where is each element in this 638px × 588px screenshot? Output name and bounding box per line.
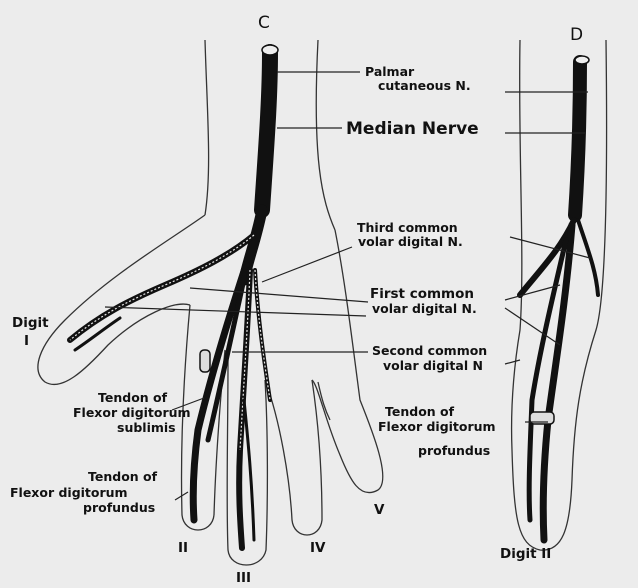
second-common-label-2: volar digital N [383,358,483,373]
panel-d-label: D [570,25,583,45]
tendon-profundus-right-label-3: profundus [418,443,490,458]
digit-ii-right-label: Digit II [500,546,551,562]
median-nerve-label: Median Nerve [346,119,479,139]
tendon-profundus-right-label-1: Tendon of [385,404,455,419]
tendon-sublimis-label-3: sublimis [117,420,176,435]
tendon-sublimis-label-1: Tendon of [98,390,168,405]
digit-v-label: V [374,502,385,518]
digit-iv-label: IV [310,540,326,556]
tendon-profundus-left-label-1: Tendon of [88,469,158,484]
tendon-profundus-right-label-2: Flexor digitorum [378,419,496,434]
third-common-label-2: volar digital N. [358,234,463,249]
right-median-nerve [520,56,598,540]
second-common-label-1: Second common [372,343,487,358]
third-common-label-1: Third common [357,220,458,235]
digit-ii-label: II [178,540,188,556]
figure-text: C D Palmar cutaneous N. Median Nerve Thi… [10,13,583,586]
tendon-profundus-left-label-3: profundus [83,500,155,515]
first-common-label-1: First common [370,286,474,302]
digit-i-label-2: I [24,333,29,349]
digit-iii-label: III [236,570,251,586]
panel-c-label: C [258,13,270,33]
palmar-cutaneous-label-2: cutaneous N. [378,78,471,93]
digit-i-label-1: Digit [12,315,49,331]
right-digit-outline [512,40,607,550]
palmar-cutaneous-label-1: Palmar [365,64,415,79]
tendon-profundus-left-label-2: Flexor digitorum [10,485,128,500]
first-common-label-2: volar digital N. [372,301,477,316]
tendon-sublimis-label-2: Flexor digitorum [73,405,191,420]
